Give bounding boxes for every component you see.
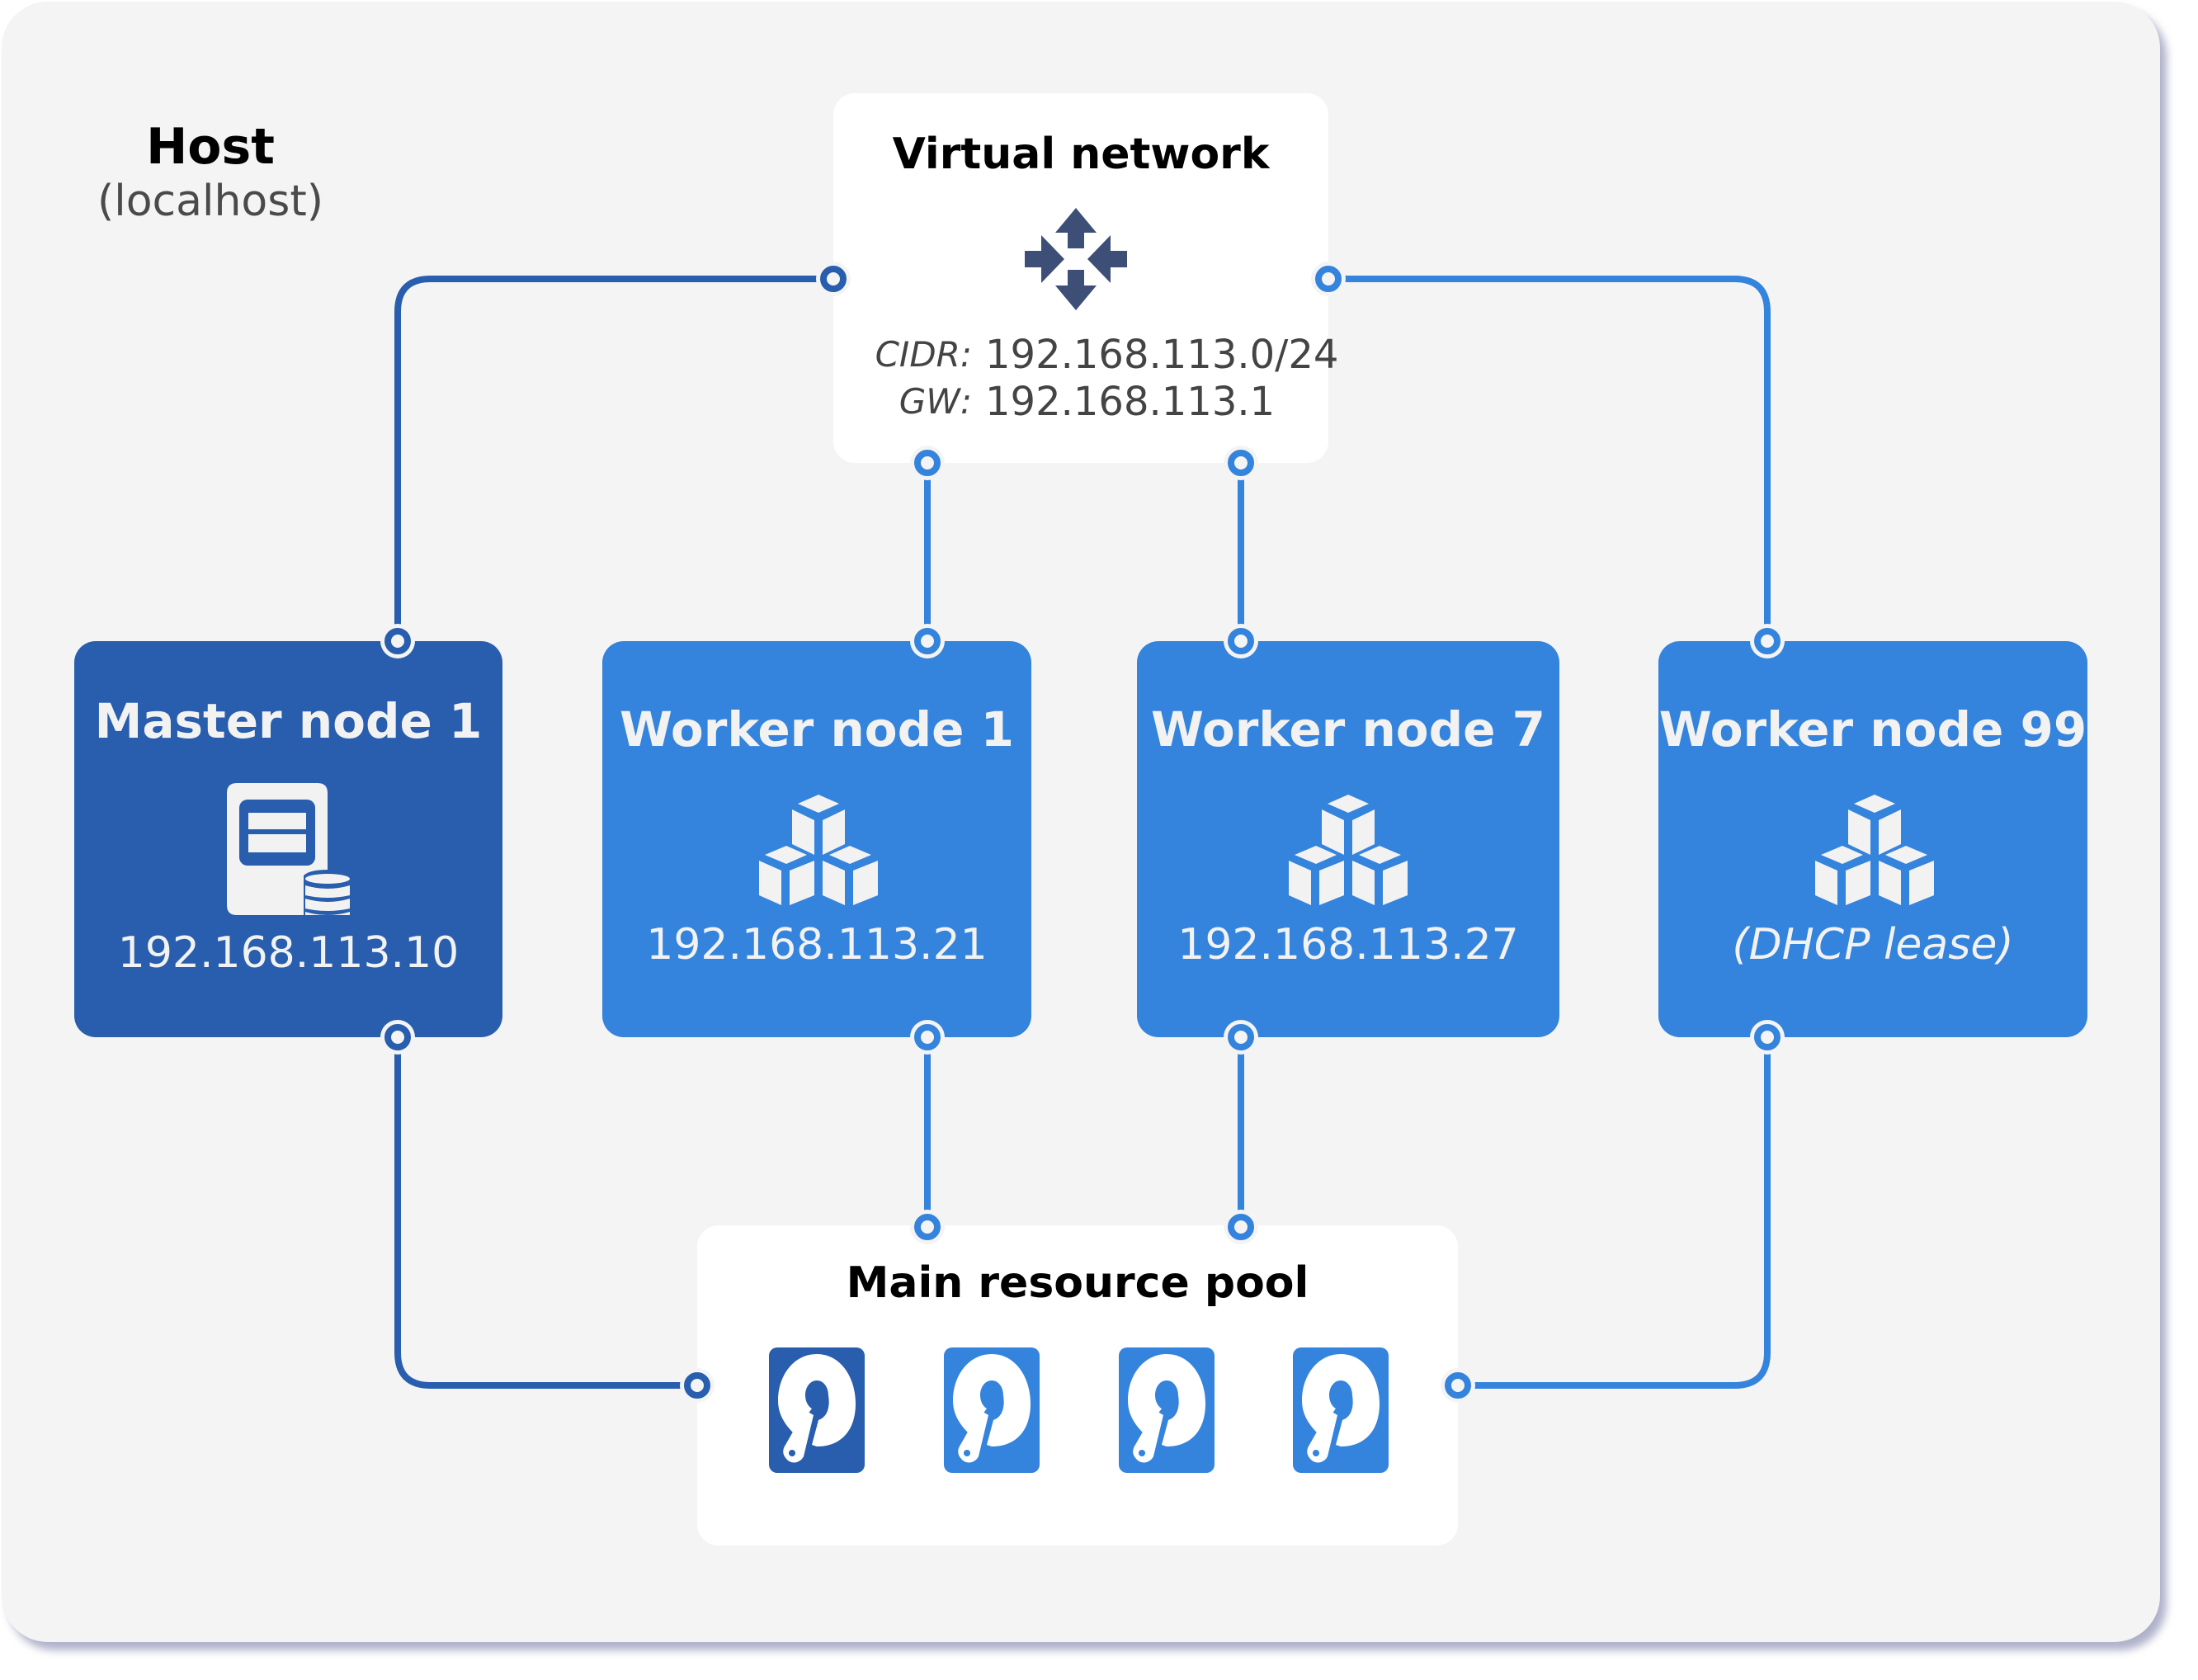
virtual-network-title: Virtual network: [892, 130, 1270, 179]
hard-disk-icon: [1293, 1347, 1389, 1473]
worker-node-99-card[interactable]: Worker node 99 (DHCP lease): [1658, 641, 2087, 1037]
worker-node-1-card[interactable]: Worker node 1 192.168.113.21: [602, 641, 1031, 1037]
node-title: Worker node 7: [1150, 701, 1546, 757]
cubes-icon: [1289, 795, 1408, 905]
node-address: (DHCP lease): [1732, 920, 2014, 970]
gateway-value: 192.168.113.1: [985, 379, 1276, 425]
hard-disk-icon: [1119, 1347, 1215, 1473]
gateway-label: GW:: [899, 381, 972, 422]
host-subtitle: (localhost): [97, 177, 323, 226]
hard-disk-icon: [944, 1347, 1040, 1473]
router-icon: [1025, 208, 1127, 310]
node-title: Master node 1: [94, 693, 483, 749]
resource-pool-title: Main resource pool: [846, 1258, 1309, 1308]
server-database-icon: [227, 783, 350, 915]
node-address: 192.168.113.10: [117, 928, 460, 978]
host-title: Host: [146, 118, 275, 176]
cidr-value: 192.168.113.0/24: [985, 332, 1339, 378]
main-resource-pool-card[interactable]: Main resource pool: [697, 1225, 1458, 1546]
node-title: Worker node 99: [1658, 701, 2087, 757]
node-address: 192.168.113.27: [1177, 920, 1519, 970]
cidr-row: CIDR: 192.168.113.0/24: [833, 332, 1339, 378]
master-node-1-card[interactable]: Master node 1 192.168.113.10: [74, 641, 502, 1037]
node-address: 192.168.113.21: [646, 920, 988, 970]
node-title: Worker node 1: [619, 701, 1015, 757]
cidr-label: CIDR:: [875, 334, 972, 375]
hard-disk-icon: [769, 1347, 865, 1473]
cubes-icon: [759, 795, 878, 905]
virtual-network-card[interactable]: Virtual network CIDR: 192.168.113.0/24 G…: [833, 93, 1339, 463]
worker-node-7-card[interactable]: Worker node 7 192.168.113.27: [1137, 641, 1559, 1037]
gateway-row: GW: 192.168.113.1: [833, 379, 1328, 425]
cubes-icon: [1815, 795, 1934, 905]
